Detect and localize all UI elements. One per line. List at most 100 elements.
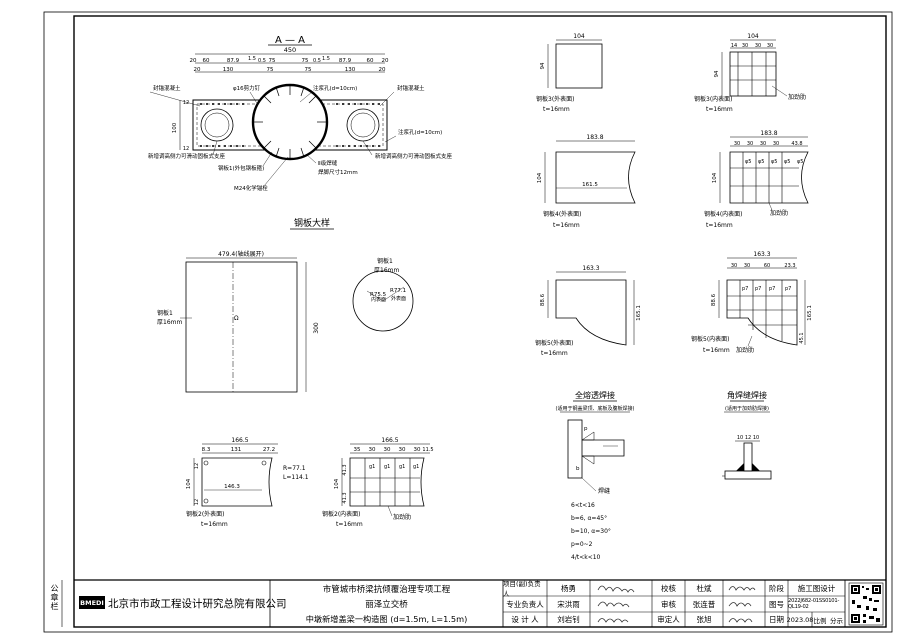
- row1-role: 校核: [661, 583, 676, 593]
- svg-text:30: 30: [773, 141, 779, 147]
- drawing-no-label: 图号: [769, 599, 784, 609]
- phase-value: 施工图设计: [797, 583, 836, 593]
- svg-text:12: 12: [194, 499, 200, 505]
- plate2-stiffener: 加劲肋: [393, 513, 411, 521]
- svg-text:20: 20: [194, 67, 201, 73]
- svg-text:100: 100: [172, 122, 178, 133]
- plate1-ring: [352, 270, 414, 332]
- svg-text:p7: p7: [755, 286, 761, 292]
- svg-text:43.8: 43.8: [791, 141, 802, 147]
- svg-text:27.2: 27.2: [263, 447, 275, 453]
- row3-role: 审定人: [657, 615, 680, 624]
- svg-text:45.1: 45.1: [799, 332, 805, 343]
- scale-label: 比例: [813, 616, 827, 625]
- svg-text:10: 10: [737, 435, 743, 441]
- svg-text:钢板5(内表面): 钢板5(内表面): [691, 335, 730, 343]
- svg-text:钢板3(内表面): 钢板3(内表面): [694, 95, 733, 103]
- phase-label: 阶段: [769, 583, 784, 593]
- svg-text:41.3: 41.3: [342, 492, 348, 503]
- svg-text:g1: g1: [399, 464, 405, 470]
- svg-text:30: 30: [731, 263, 737, 269]
- svg-text:t=16mm: t=16mm: [543, 106, 570, 113]
- svg-text:87.9: 87.9: [227, 58, 240, 64]
- svg-text:41.3: 41.3: [342, 464, 348, 475]
- plate1-unfolded: [185, 261, 298, 393]
- svg-text:(适用于加劲肋焊接): (适用于加劲肋焊接): [725, 405, 769, 412]
- svg-text:14: 14: [731, 43, 737, 49]
- svg-text:30: 30: [384, 447, 391, 453]
- svg-text:p=0~2: p=0~2: [571, 541, 593, 548]
- svg-text:75: 75: [302, 58, 309, 64]
- svg-text:88.6: 88.6: [540, 293, 546, 306]
- svg-text:1.5: 1.5: [322, 56, 330, 62]
- svg-text:35: 35: [354, 447, 361, 453]
- row1-person: 杜斌: [696, 583, 712, 593]
- svg-text:1.5: 1.5: [248, 56, 256, 62]
- svg-text:166.5: 166.5: [231, 437, 248, 444]
- svg-text:104: 104: [573, 33, 585, 40]
- svg-text:BMEDI: BMEDI: [80, 599, 104, 607]
- right-bearing-hole: [346, 108, 380, 142]
- plate1-ring-thick: 厚16mm: [374, 267, 399, 274]
- plate4-outer: 183.8 161.5 104 钢板4(外表面) t=16mm: [537, 134, 636, 229]
- row3-label: 设 计 人: [511, 615, 539, 624]
- svg-text:12: 12: [183, 146, 189, 152]
- label-bearing-right: 新增调高侧力可滑动固板式支座: [375, 152, 453, 160]
- svg-text:161.5: 161.5: [582, 182, 598, 188]
- svg-text:131: 131: [231, 447, 242, 453]
- svg-text:183.8: 183.8: [586, 134, 603, 141]
- svg-text:φ5: φ5: [758, 159, 764, 165]
- plate5-inner: 163.3 30 30 60 23.3 p7 p7 p7 p7 88.6 165…: [691, 251, 813, 354]
- qr-code: [848, 582, 884, 626]
- svg-text:20: 20: [190, 58, 197, 64]
- svg-text:t=16mm: t=16mm: [541, 350, 568, 357]
- svg-text:b=6, α=45°: b=6, α=45°: [571, 515, 607, 522]
- weld-fillet-title: 角焊缝焊接: [727, 390, 767, 400]
- plate3-outer: 104 94 钢板3(外表面) t=16mm: [536, 33, 603, 113]
- label-weld-grade: Ⅱ级焊缝: [318, 159, 338, 167]
- svg-text:30: 30: [744, 263, 750, 269]
- label-grout-hole-right: 注浆孔(d=10cm): [398, 128, 442, 136]
- svg-text:104: 104: [334, 478, 340, 489]
- stamp-column-label: 公章栏: [50, 584, 59, 611]
- row2-label: 专业负责人: [506, 599, 544, 609]
- svg-text:165.1: 165.1: [636, 305, 642, 321]
- svg-text:加劲肋: 加劲肋: [788, 93, 806, 101]
- svg-text:30: 30: [399, 447, 406, 453]
- svg-text:内表面: 内表面: [371, 296, 386, 303]
- plate2-inner: 166.5 35 30 30 30 30 11.5 g1 g1 g1 g1 10…: [322, 437, 434, 528]
- svg-text:钢板4(外表面): 钢板4(外表面): [543, 210, 582, 218]
- svg-text:104: 104: [537, 172, 543, 183]
- svg-text:60: 60: [764, 263, 770, 269]
- label-bearing-left: 新增调高侧力可滑动固板式支座: [148, 152, 226, 160]
- svg-text:g1: g1: [413, 464, 419, 470]
- plate3-inner: 104 14 30 30 30 94 钢板3(内表面) t=16mm 加劲肋: [694, 33, 806, 113]
- row3-name: 刘岩钊: [557, 615, 580, 624]
- row2-name: 宋洪雨: [557, 599, 580, 609]
- svg-text:104: 104: [747, 33, 759, 40]
- svg-text:R77.1: R77.1: [390, 288, 406, 294]
- weld-fillet: 角焊缝焊接 (适用于加劲肋焊接) 10 12 10: [722, 390, 772, 480]
- svg-text:166.5: 166.5: [381, 437, 398, 444]
- svg-text:焊缝: 焊缝: [598, 487, 610, 495]
- project-name: 市管城市桥梁抗倾覆治理专项工程: [322, 585, 451, 595]
- svg-text:φ5: φ5: [745, 159, 751, 165]
- section-aa: A — A 450 20 60 87.9 1.5 0.5 75 75 0.5 1…: [148, 35, 453, 192]
- plate2-outer-name: 钢板2(外表面): [186, 510, 225, 518]
- company-logo: BMEDI: [79, 596, 105, 609]
- svg-text:10: 10: [753, 435, 759, 441]
- row3-person: 张旭: [696, 615, 712, 624]
- dims-top-row: 20 60 87.9 1.5 0.5 75 75 0.5 1.5 87.9 60…: [190, 56, 389, 64]
- svg-text:12: 12: [745, 435, 751, 441]
- date-label: 日期: [769, 615, 784, 624]
- svg-text:p7: p7: [742, 286, 748, 292]
- svg-text:30: 30: [369, 447, 376, 453]
- svg-text:加劲肋: 加劲肋: [770, 209, 788, 217]
- weld-full-title: 全熔透焊接: [575, 390, 615, 400]
- label-grout-hole-top: 注浆孔(d=10cm): [313, 84, 357, 92]
- svg-text:30: 30: [414, 447, 421, 453]
- drawing-title: 中墩新增盖梁一构造图 (d=1.5m, L=1.5m): [305, 614, 468, 624]
- row1-label: 项目(副)负责人: [503, 580, 541, 598]
- plate1-side-dim: 300: [313, 322, 320, 334]
